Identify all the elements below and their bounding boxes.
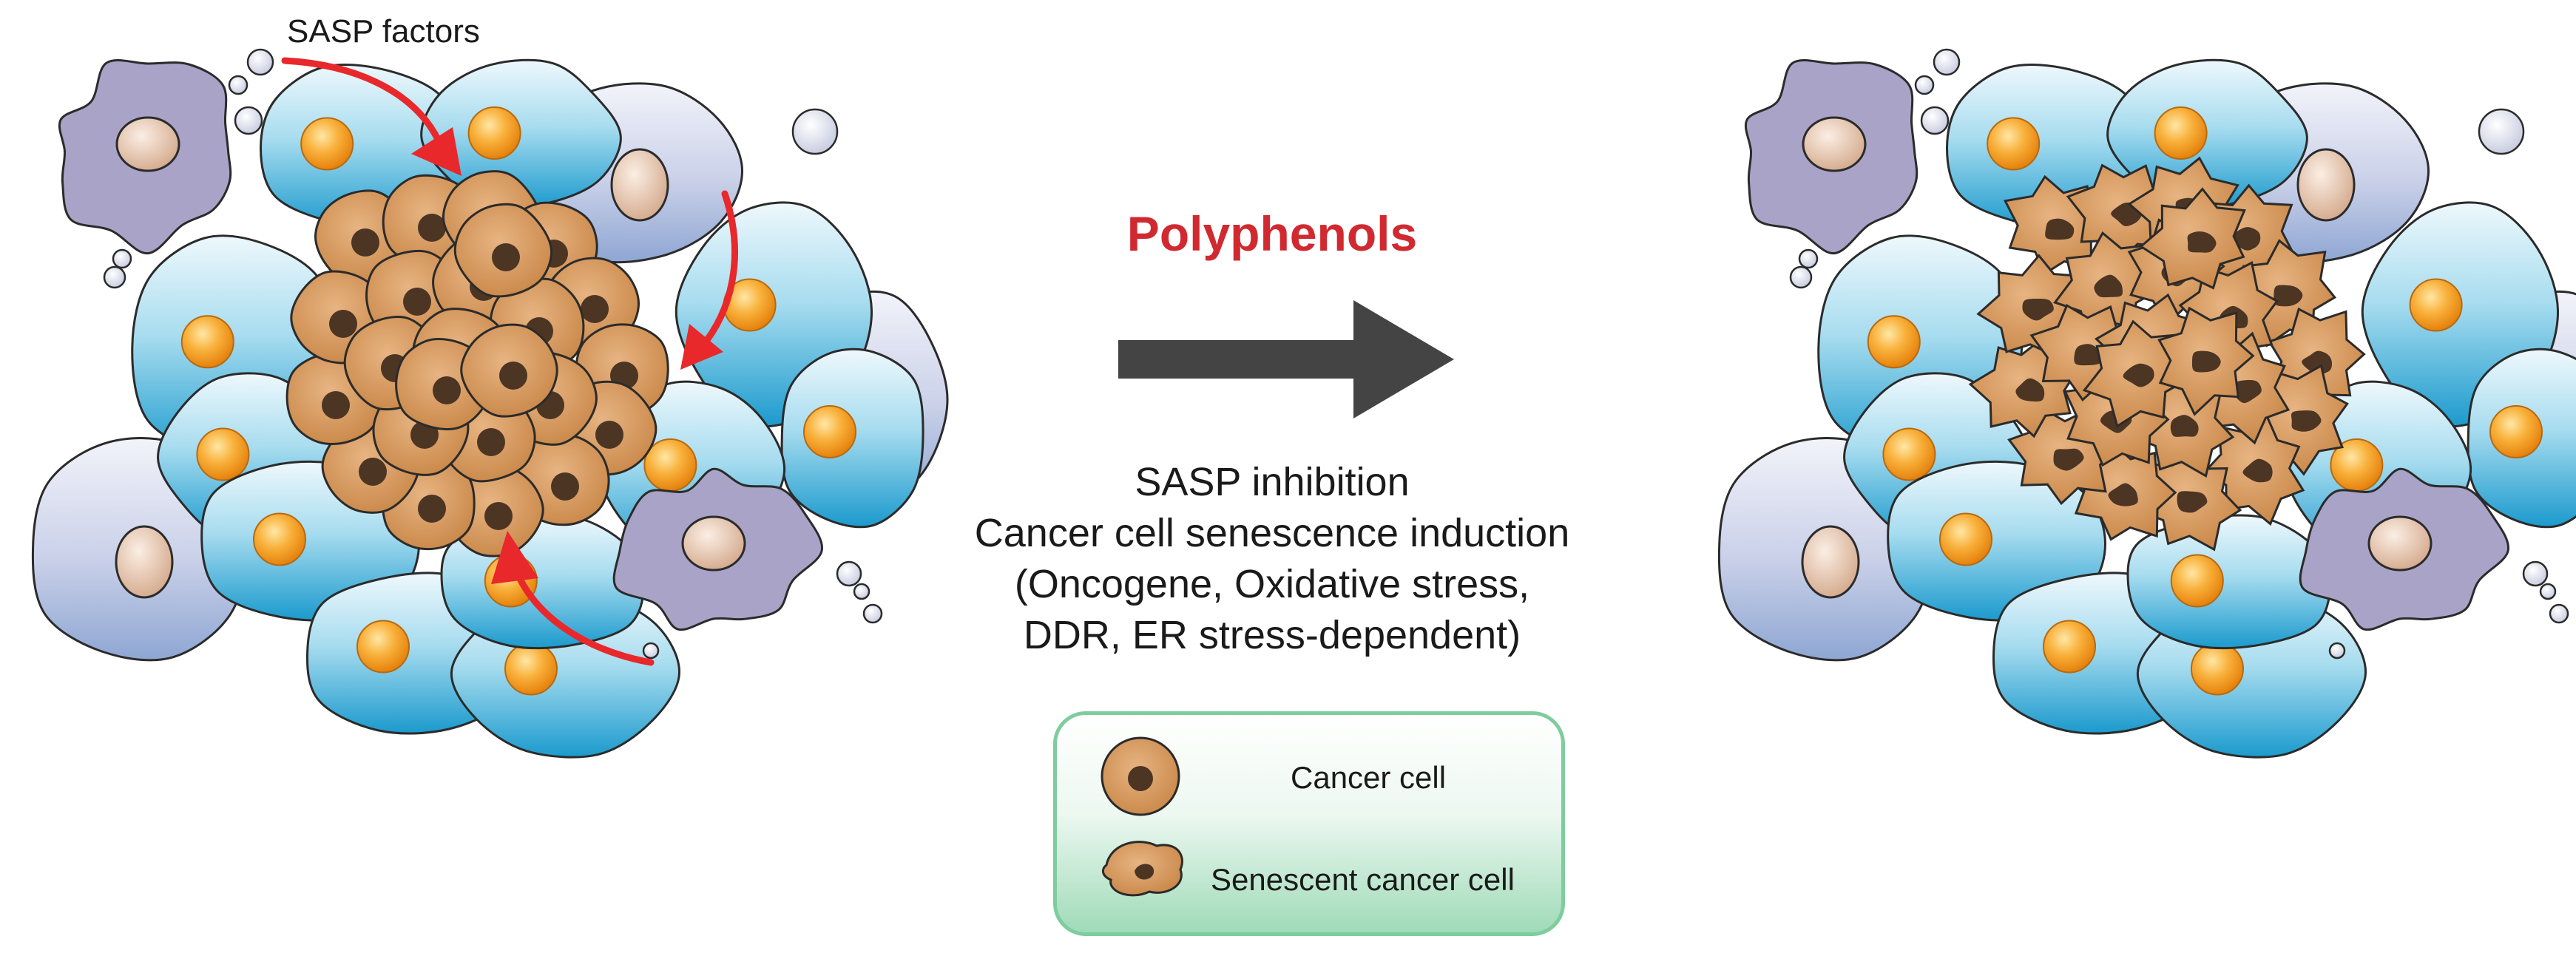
epithelial-cell: [780, 348, 924, 529]
treatment-arrow-shaft: [1118, 340, 1359, 379]
legend-icons: [1101, 736, 1183, 897]
vesicle: [2328, 642, 2346, 660]
senescent-cancer-cell: [2157, 306, 2255, 416]
senescent-cancer-cell-icon: [1102, 841, 1183, 897]
cancer-cell: [453, 203, 553, 298]
sasp-arrow-top: [281, 57, 446, 153]
stromal-cell: [612, 467, 823, 631]
vesicle: [228, 75, 249, 95]
vesicle: [836, 560, 862, 587]
effect-line-senescence-induction: Cancer cell senescence induction: [974, 511, 1570, 555]
sasp-arrowhead-bottom: [491, 531, 538, 584]
vesicle: [862, 603, 883, 624]
senescent-cancer-cell: [2137, 447, 2242, 552]
sasp-arrow-bottom: [510, 558, 655, 666]
epithelial-cell: [2126, 514, 2331, 650]
effect-line-mechanisms-2: DDR, ER stress-dependent): [1023, 613, 1521, 657]
sasp-arrowhead-right: [680, 324, 723, 370]
vesicle: [2522, 560, 2549, 587]
effect-line-sasp-inhibition: SASP inhibition: [1135, 460, 1410, 504]
vesicle: [791, 108, 839, 155]
vesicle: [2539, 583, 2557, 600]
stromal-cell: [2299, 467, 2509, 631]
treatment-effects: SASP inhibition Cancer cell senescence i…: [851, 457, 1694, 661]
vesicles: [1789, 48, 2569, 660]
epithelial-cell: [1887, 460, 2107, 622]
tumor-after-treatment: [1717, 48, 2576, 759]
vesicle: [112, 248, 132, 269]
senescent-cancer-cell: [2139, 187, 2246, 290]
cancer-cell-icon: [1101, 736, 1180, 816]
vesicle: [2549, 603, 2569, 624]
treatment-arrow: [1118, 300, 1454, 418]
vesicle: [2478, 108, 2525, 155]
sasp-factors-label: SASP factors: [287, 13, 480, 50]
effect-line-mechanisms-1: (Oncogene, Oxidative stress,: [1014, 562, 1530, 606]
vesicle: [853, 583, 871, 600]
legend-label-senescent-cancer-cell: Senescent cancer cell: [1211, 862, 1515, 897]
sasp-arrowheads: [411, 127, 723, 584]
tumor-before-treatment: [31, 48, 949, 759]
senescent-cancer-cell: [2203, 413, 2305, 526]
cancer-cell: [460, 323, 558, 418]
stromal-cell: [58, 59, 232, 255]
senescent-cancer-cell: [2082, 319, 2188, 428]
sasp-arrows: [281, 57, 738, 666]
vesicle: [103, 265, 126, 289]
vesicle: [1789, 265, 1813, 289]
sasp-arrowhead-top: [411, 127, 462, 176]
vesicle: [642, 642, 660, 660]
epithelial-cells: [31, 58, 949, 759]
vesicle: [246, 48, 274, 76]
vesicle: [1920, 106, 1950, 135]
vesicle: [1914, 75, 1935, 95]
epithelial-cell: [2467, 348, 2576, 529]
vesicle: [1933, 48, 1961, 76]
cancer-cell-cluster: [285, 170, 669, 557]
legend-label-cancer-cell: Cancer cell: [1291, 760, 1447, 795]
treatment-arrow-head: [1353, 300, 1454, 418]
senescent-cancer-cell-cluster: [1968, 156, 2366, 552]
sasp-arrow-right: [697, 190, 738, 351]
stromal-cell: [1744, 59, 1919, 255]
stromal-cells: [58, 59, 823, 631]
vesicle: [234, 106, 263, 135]
treatment-title: Polyphenols: [1126, 206, 1418, 261]
epithelial-cell: [420, 58, 622, 210]
vesicle: [1798, 248, 1819, 269]
stromal-cells: [1744, 59, 2509, 631]
vesicles: [103, 48, 883, 660]
